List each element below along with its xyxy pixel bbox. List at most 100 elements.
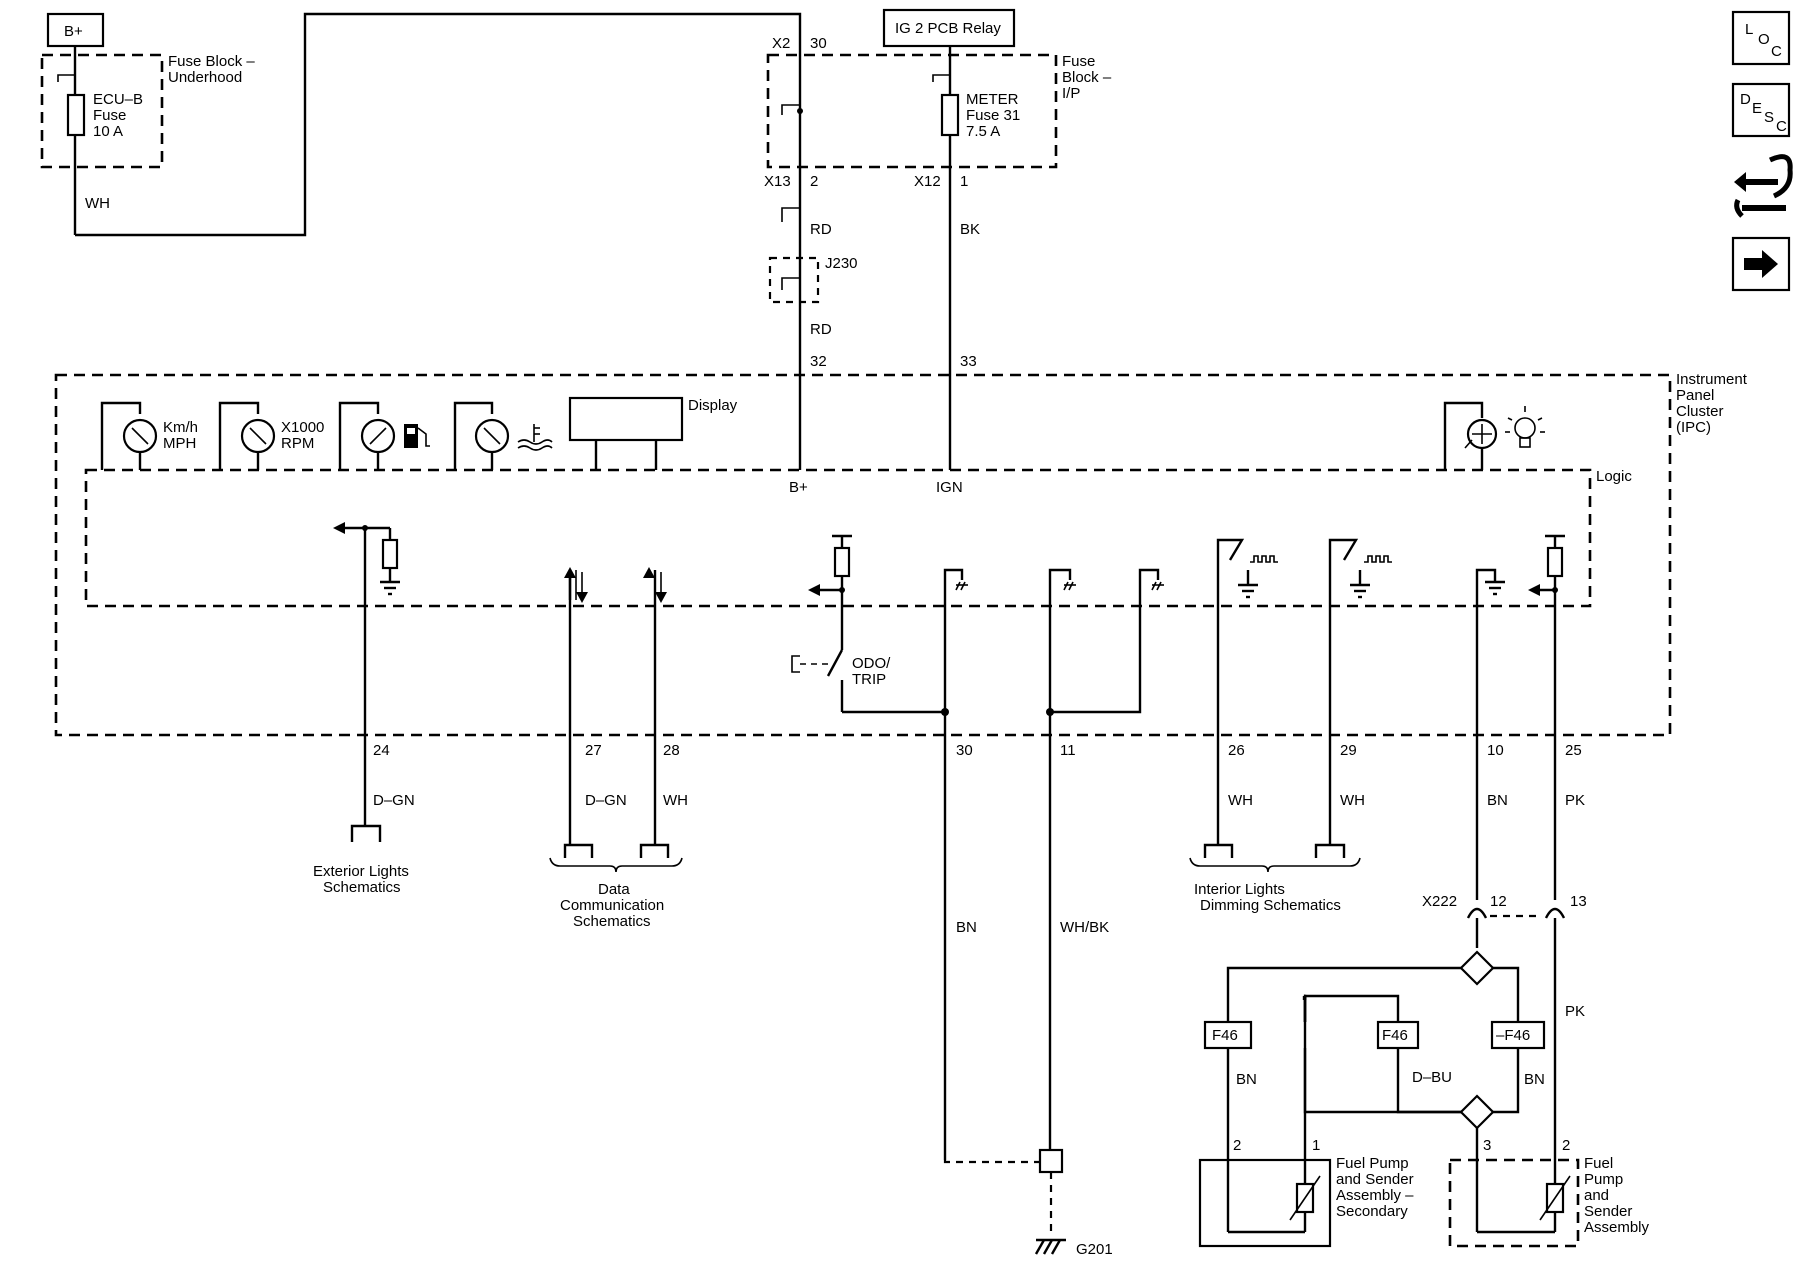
data-comm-label-3: Schematics — [573, 913, 651, 930]
circuit-10-ground — [1475, 568, 1505, 900]
ground-splice-box — [1038, 1148, 1064, 1174]
fuel-pump-icon — [404, 424, 430, 448]
circuit-11-ground — [1046, 568, 1164, 1150]
option-f46-a-label: F46 — [1212, 1027, 1238, 1044]
interior-dim-bracket — [1189, 857, 1361, 873]
connector-x13-terminal — [781, 207, 800, 222]
ecub-fuse-label-2: Fuse — [93, 107, 126, 124]
fuel-pump-primary-label-4: Sender — [1584, 1203, 1632, 1220]
wire-dbu-f46-top — [1303, 994, 1400, 1148]
description-button-letter-c: C — [1776, 118, 1787, 135]
circuit-24-output — [333, 522, 400, 812]
wire-color-wh-28: WH — [663, 792, 688, 809]
location-button-letter-l: L — [1745, 21, 1753, 38]
bplus-input-label: B+ — [789, 479, 808, 496]
odo-trip-switch-label-2: TRIP — [852, 671, 886, 688]
circuit-26-dimming — [1216, 538, 1278, 845]
wire-color-rd-1: RD — [810, 221, 832, 238]
connector-x222-label: X222 — [1422, 893, 1457, 910]
pin-2-top: 2 — [810, 173, 818, 190]
odo-trip-circuit — [791, 534, 945, 714]
fuse-block-ip-label-2: Block – — [1062, 69, 1112, 86]
fuse-block-ip — [766, 46, 1058, 470]
circuit-30-ground — [941, 568, 968, 1160]
odo-trip-switch-label: ODO/ — [852, 655, 891, 672]
option-f46-c-label: –F46 — [1496, 1027, 1530, 1044]
wire-bn-option-a — [1226, 966, 1461, 1022]
coolant-temperature-icon — [517, 424, 553, 451]
data-comm-connector-a — [563, 843, 594, 858]
ipc-label: Instrument — [1676, 371, 1748, 388]
fuel-pump-secondary — [1198, 1148, 1332, 1248]
ign-input-label: IGN — [936, 479, 963, 496]
data-comm-label: Data — [598, 881, 630, 898]
pin-11: 11 — [1060, 742, 1076, 759]
tachometer-gauge — [218, 401, 276, 470]
pin-30-top: 30 — [810, 35, 827, 52]
wire-color-bn-10: BN — [1487, 792, 1508, 809]
fuse-block-underhood-label-2: Underhood — [168, 69, 242, 86]
description-button[interactable]: D E S C — [1731, 82, 1791, 138]
connector-x13: X13 — [764, 173, 791, 190]
location-button-letter-o: O — [1758, 31, 1770, 48]
light-bulb-icon — [1505, 406, 1545, 448]
pin-13: 13 — [1570, 893, 1587, 910]
interior-dim-label: Interior Lights — [1194, 881, 1285, 898]
logic-outline — [84, 468, 1592, 608]
tachometer-label: X1000 — [281, 419, 324, 436]
ipc-outline — [54, 373, 1672, 737]
data-comm-connector-b — [639, 843, 670, 858]
fuel-pump-secondary-label-2: and Sender — [1336, 1171, 1414, 1188]
tachometer-label-2: RPM — [281, 435, 314, 452]
ipc-label-2: Panel — [1676, 387, 1714, 404]
option-f46-b — [1376, 1020, 1420, 1050]
pin-2-primary: 2 — [1562, 1137, 1570, 1154]
display-label: Display — [688, 397, 738, 414]
fuel-pump-secondary-label: Fuel Pump — [1336, 1155, 1409, 1172]
wire-color-pk-25: PK — [1565, 792, 1585, 809]
wire-dbu-f46-feed — [1396, 1048, 1461, 1114]
fuel-pump-secondary-label-3: Assembly – — [1336, 1187, 1414, 1204]
ground-g201-icon — [1034, 1238, 1066, 1255]
indicator-lamp — [1443, 401, 1498, 470]
pin-29: 29 — [1340, 742, 1357, 759]
pin-2-secondary: 2 — [1233, 1137, 1241, 1154]
fuse-block-underhood — [40, 46, 164, 235]
bplus-source-label: B+ — [64, 23, 83, 40]
pin-1-top: 1 — [960, 173, 968, 190]
ig2-relay-box — [882, 8, 1016, 48]
description-button-letter-e: E — [1752, 100, 1762, 117]
diagnostic-wrench-icon[interactable] — [1734, 154, 1793, 218]
meter-fuse-rating: 7.5 A — [966, 123, 1000, 140]
interior-dim-label-2: Dimming Schematics — [1200, 897, 1341, 914]
display-module — [568, 396, 684, 470]
data-comm-bracket — [549, 857, 683, 873]
ground-g201-label: G201 — [1076, 1241, 1113, 1258]
pin-28: 28 — [663, 742, 680, 759]
splice-j230 — [768, 256, 820, 304]
wire-color-dbu: D–BU — [1412, 1069, 1452, 1086]
next-page-arrow-icon[interactable] — [1731, 236, 1791, 292]
ecub-fuse-rating: 10 A — [93, 123, 123, 140]
circuit-28-data — [643, 567, 667, 845]
exterior-lights-connector — [350, 824, 382, 842]
wire-color-rd-2: RD — [810, 321, 832, 338]
exterior-lights-label-2: Schematics — [323, 879, 401, 896]
interior-dim-connector-b — [1314, 843, 1346, 858]
circuit-25-signal — [1528, 534, 1565, 900]
location-button[interactable]: L O C — [1731, 10, 1791, 66]
wire-color-wh-top: WH — [85, 195, 110, 212]
fuel-pump-primary-label: Fuel — [1584, 1155, 1613, 1172]
splice-j230-label: J230 — [825, 255, 858, 272]
option-f46-c — [1490, 1020, 1546, 1050]
meter-fuse-label: METER — [966, 91, 1019, 108]
pin-12: 12 — [1490, 893, 1507, 910]
pin-10: 10 — [1487, 742, 1504, 759]
wire-color-bn-a: BN — [1236, 1071, 1257, 1088]
data-comm-label-2: Communication — [560, 897, 664, 914]
option-f46-a — [1203, 1020, 1253, 1050]
option-f46-b-label: F46 — [1382, 1027, 1408, 1044]
wire-color-wh-26: WH — [1228, 792, 1253, 809]
pin-30-bottom: 30 — [956, 742, 973, 759]
wire-bn-option-c — [1493, 966, 1520, 1022]
